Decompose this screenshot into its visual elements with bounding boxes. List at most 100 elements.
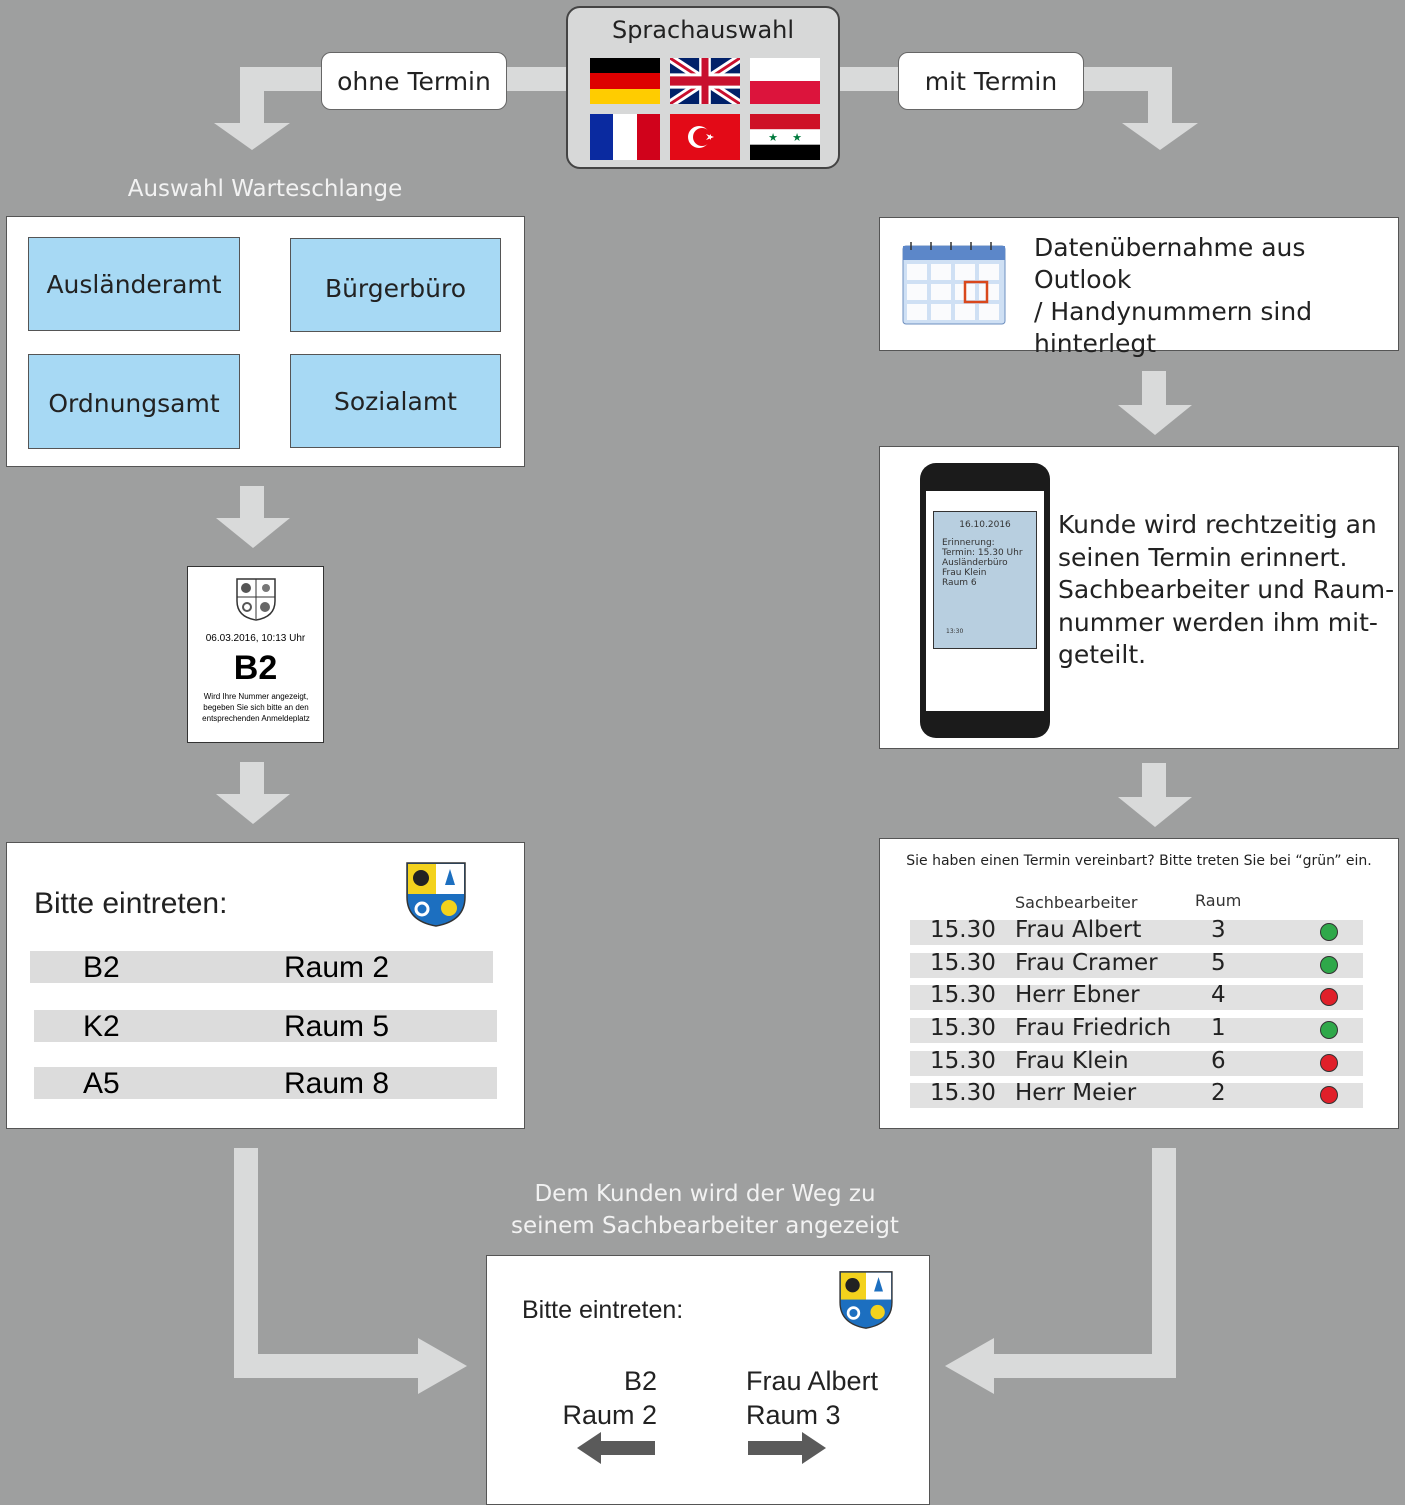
coat-of-arms-icon [406,862,466,927]
board-heading: Sie haben einen Termin vereinbart? Bitte… [906,853,1372,869]
reminder-description-line: Kunde wird rechtzeitig an [1058,510,1377,539]
board-room: 1 [1211,1015,1226,1041]
reminder-description-line: nummer werden ihm mit- [1058,607,1378,637]
reminder-time: 13:30 [946,628,964,635]
wayfinding-ticket: B2 [623,1366,657,1396]
status-indicator-red [1320,1086,1338,1104]
board-officer: Frau Klein [1015,1048,1129,1074]
uk-flag[interactable] [670,58,740,104]
bottom-caption: Dem Kunden wird der Weg zu seinem Sachbe… [470,1178,940,1242]
board-row: 15.30 Frau Klein 6 [910,1048,1363,1076]
svg-text:★: ★ [792,131,802,144]
wayfinding-screen: Bitte eintreten: B2 Raum 2 Frau Albert R… [486,1255,930,1505]
ticket-instruction-line: entsprechenden Anmeldeplatz [202,714,310,723]
coat-of-arms-icon [839,1271,893,1329]
display-room: Raum 5 [284,1010,390,1043]
board-row: 15.30 Frau Cramer 5 [910,950,1363,978]
svg-text:★: ★ [768,131,778,144]
bottom-caption-line: seinem Sachbearbeiter angezeigt [511,1213,899,1239]
board-time: 15.30 [930,1080,996,1106]
display-ticket: K2 [83,1010,120,1043]
reminder-message: 16.10.2016 Erinnerung: Termin: 15.30 Uhr… [933,511,1037,649]
wayfinding-room: Raum 2 [562,1400,657,1430]
reminder-description: Kunde wird rechtzeitig an seinen Termin … [1058,509,1394,672]
reminder-lines: Erinnerung: Termin: 15.30 Uhr Ausländerb… [942,538,1023,588]
reminder-line: Erinnerung: [942,538,995,548]
ticket-instruction-line: Wird Ihre Nummer angezeigt, [203,692,309,701]
arrow-left-icon [577,1432,655,1464]
ticket-datetime: 06.03.2016, 10:13 Uhr [205,633,306,644]
display-ticket: A5 [83,1067,120,1100]
with-appointment-label[interactable]: mit Termin [898,52,1084,110]
outlook-text-line: / Handynummern sind [1034,297,1313,326]
board-row: 15.30 Herr Meier 2 [910,1080,1363,1108]
coat-of-arms-icon [236,578,276,621]
board-room: 6 [1211,1048,1226,1074]
bottom-caption-line: Dem Kunden wird der Weg zu [534,1181,876,1207]
board-time: 15.30 [930,1048,996,1074]
wayfinding-left-target: B2 Raum 2 [527,1364,657,1432]
queue-button-auslaenderamt[interactable]: Ausländeramt [28,237,240,331]
syria-flag[interactable]: ★ ★ [750,114,820,160]
board-room: 2 [1211,1080,1226,1106]
appointment-board [879,838,1399,1129]
outlook-text-line: Datenübernahme aus Outlook [1034,233,1306,294]
outlook-panel: Datenübernahme aus Outlook / Handynummer… [879,217,1399,358]
board-time: 15.30 [930,1015,996,1041]
arrow-right-icon [748,1432,826,1464]
reminder-date: 16.10.2016 [959,520,1011,530]
display-room: Raum 2 [284,951,390,984]
board-officer: Frau Friedrich [1015,1015,1172,1041]
board-officer: Herr Meier [1015,1080,1137,1106]
calendar-icon [902,242,1006,325]
outlook-text: Datenübernahme aus Outlook / Handynummer… [1034,232,1398,360]
reminder-description-line: seinen Termin erinnert. [1058,542,1348,572]
display-row: A5 Raum 8 [34,1067,497,1100]
wayfinding-right-target: Frau Albert Raum 3 [746,1364,878,1432]
turkey-flag[interactable] [670,114,740,160]
display-ticket: B2 [83,951,120,984]
reminder-line: Ausländerbüro [942,558,1008,568]
wayfinding-officer: Frau Albert [746,1366,879,1396]
france-flag[interactable] [590,114,660,160]
queue-caption: Auswahl Warteschlange [127,176,403,202]
board-column-room: Raum [1195,891,1242,910]
queue-button-sozialamt[interactable]: Sozialamt [290,354,501,448]
poland-flag[interactable] [750,58,820,104]
queue-button-ordnungsamt[interactable]: Ordnungsamt [28,354,240,449]
wayfinding-heading: Bitte eintreten: [522,1296,684,1324]
status-indicator-red [1320,988,1338,1006]
without-appointment-label[interactable]: ohne Termin [321,52,507,110]
reminder-line: Frau Klein [942,568,987,578]
board-officer: Frau Cramer [1015,950,1158,976]
display-row: K2 Raum 5 [34,1010,497,1043]
board-row: 15.30 Herr Ebner 4 [910,982,1363,1010]
language-selection-panel: Sprachauswahl ★ [566,6,840,169]
reminder-line: Termin: 15.30 Uhr [942,548,1023,558]
display-row: B2 Raum 2 [30,951,493,984]
status-indicator-green [1320,923,1338,941]
queue-display-screen: Bitte eintreten: B2 Raum 2 K2 Raum 5 A5 … [6,842,525,1129]
status-indicator-red [1320,1054,1338,1072]
ticket-instructions: Wird Ihre Nummer angezeigt, begeben Sie … [192,691,320,724]
board-row: 15.30 Frau Friedrich 1 [910,1015,1363,1043]
board-officer: Frau Albert [1015,917,1142,943]
germany-flag[interactable] [590,58,660,104]
board-time: 15.30 [930,917,996,943]
board-room: 5 [1211,950,1226,976]
ticket-instruction-line: begeben Sie sich bitte an den [203,703,309,712]
board-room: 4 [1211,982,1226,1008]
ticket: 06.03.2016, 10:13 Uhr B2 Wird Ihre Numme… [187,566,324,743]
ticket-number: B2 [233,649,278,687]
queue-button-buergerbuero[interactable]: Bürgerbüro [290,238,501,332]
board-room: 3 [1211,917,1226,943]
reminder-description-line: Sachbearbeiter und Raum- [1058,575,1395,604]
board-time: 15.30 [930,950,996,976]
board-row: 15.30 Frau Albert 3 [910,917,1363,945]
board-time: 15.30 [930,982,996,1008]
language-title: Sprachauswahl [611,16,795,44]
reminder-description-line: geteilt. [1058,640,1147,669]
reminder-line: Raum 6 [942,578,977,588]
display-heading: Bitte eintreten: [34,887,228,920]
board-officer: Herr Ebner [1015,982,1140,1008]
